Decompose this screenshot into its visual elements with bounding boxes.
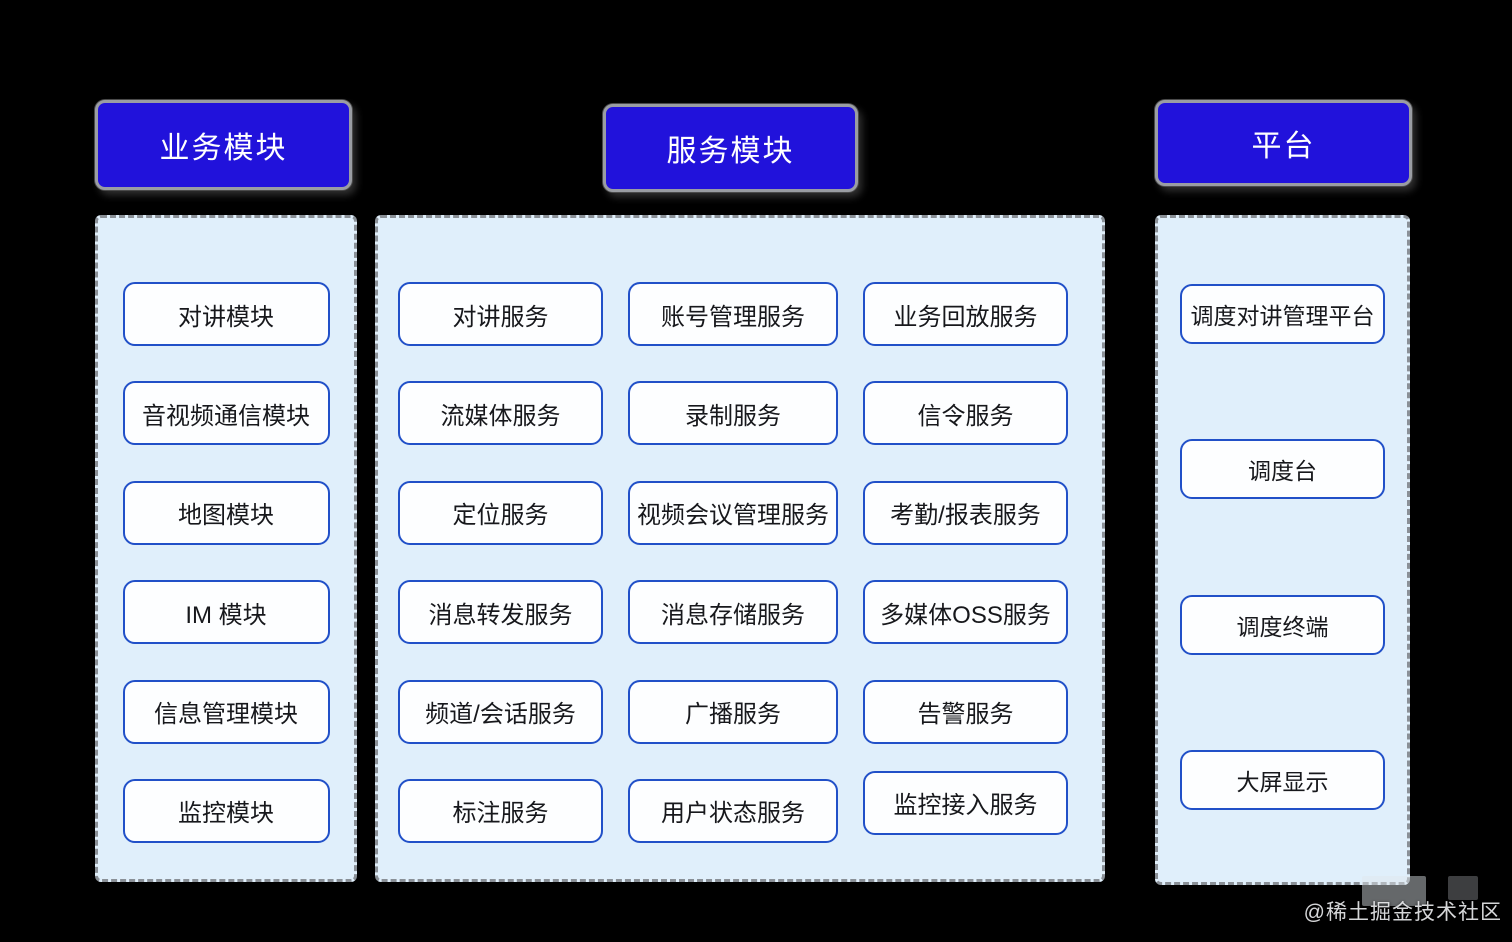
header-platform: 平台	[1155, 100, 1412, 186]
node-large-screen-display: 大屏显示	[1180, 749, 1385, 810]
service-row: 对讲服务 账号管理服务 业务回放服务	[398, 282, 1068, 346]
node-recording-service: 录制服务	[628, 381, 838, 446]
node-streaming-media-service: 流媒体服务	[398, 381, 603, 446]
node-dispatch-console: 调度台	[1180, 439, 1385, 500]
node-signaling-service: 信令服务	[863, 381, 1068, 446]
node-video-conference-management-service: 视频会议管理服务	[628, 480, 838, 545]
node-av-communication-module: 音视频通信模块	[122, 381, 330, 446]
node-business-playback-service: 业务回放服务	[863, 282, 1068, 346]
node-intercom-module: 对讲模块	[122, 282, 330, 346]
node-account-management-service: 账号管理服务	[628, 282, 838, 346]
node-info-management-module: 信息管理模块	[122, 679, 330, 744]
header-business-modules: 业务模块	[95, 100, 352, 190]
node-monitor-access-service: 监控接入服务	[863, 770, 1068, 835]
watermark-artifact	[1362, 876, 1426, 906]
watermark-artifact	[1448, 876, 1478, 900]
service-row: 频道/会话服务 广播服务 告警服务	[398, 679, 1068, 744]
watermark: @稀土掘金技术社区	[1303, 901, 1502, 924]
node-intercom-service: 对讲服务	[398, 282, 603, 346]
node-monitor-module: 监控模块	[122, 778, 330, 843]
node-im-module: IM 模块	[122, 580, 330, 645]
service-row: 定位服务 视频会议管理服务 考勤/报表服务	[398, 480, 1068, 545]
node-message-forwarding-service: 消息转发服务	[398, 580, 603, 645]
service-row: 消息转发服务 消息存储服务 多媒体OSS服务	[398, 580, 1068, 645]
node-positioning-service: 定位服务	[398, 480, 603, 545]
node-alarm-service: 告警服务	[863, 679, 1068, 744]
node-annotation-service: 标注服务	[398, 778, 603, 843]
node-dispatch-terminal: 调度终端	[1180, 594, 1385, 655]
node-user-status-service: 用户状态服务	[628, 778, 838, 843]
node-map-module: 地图模块	[122, 480, 330, 545]
node-attendance-report-service: 考勤/报表服务	[863, 480, 1068, 545]
node-dispatch-intercom-management-platform: 调度对讲管理平台	[1180, 284, 1385, 344]
header-service-modules: 服务模块	[603, 104, 858, 192]
node-message-storage-service: 消息存储服务	[628, 580, 838, 645]
panel-service-modules: 对讲服务 账号管理服务 业务回放服务 流媒体服务 录制服务 信令服务 定位服务 …	[375, 215, 1105, 882]
node-channel-session-service: 频道/会话服务	[398, 679, 603, 744]
service-row: 流媒体服务 录制服务 信令服务	[398, 381, 1068, 446]
service-row: 标注服务 用户状态服务 监控接入服务	[398, 770, 1068, 843]
panel-platform: 调度对讲管理平台 调度台 调度终端 大屏显示	[1155, 215, 1410, 885]
panel-business-modules: 对讲模块 音视频通信模块 地图模块 IM 模块 信息管理模块 监控模块	[95, 215, 357, 882]
node-broadcast-service: 广播服务	[628, 679, 838, 744]
node-multimedia-oss-service: 多媒体OSS服务	[863, 580, 1068, 645]
